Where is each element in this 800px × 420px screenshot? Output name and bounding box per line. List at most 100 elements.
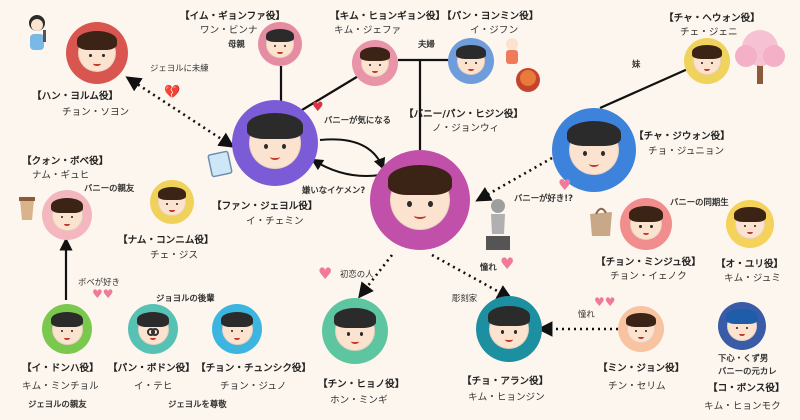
- role-kwon: 【クォン・ボベ役】: [22, 156, 109, 167]
- role-han: 【ハン・ヨルム役】: [32, 91, 119, 102]
- face-kwon: [50, 197, 84, 231]
- role-bunny: 【バニー/パン・ヒジン役】: [404, 109, 524, 120]
- note-bunny-suki: バニーが好き!?: [514, 193, 573, 203]
- role-fan: 【ファン・ジェヨル役】: [212, 201, 318, 212]
- bag-illustration: [586, 204, 616, 238]
- node-bunny: [370, 150, 470, 250]
- singer-illustration: [22, 12, 52, 54]
- role-pang-bd: 【パン・ボドン役】: [108, 363, 195, 374]
- face-pang-ym: [456, 45, 486, 76]
- note-fuufu: 夫婦: [418, 39, 435, 49]
- note-im-mother: 母親: [228, 39, 245, 49]
- sculpture-illustration: [482, 196, 514, 252]
- face-chahw: [692, 45, 722, 76]
- actor-kwon: ナム・ギュヒ: [32, 170, 90, 181]
- heart-icon-chin: ♥: [318, 264, 333, 283]
- note-jeyol-shinyu: ジェヨルの親友: [28, 399, 87, 409]
- node-oh: [726, 200, 774, 248]
- note-bunny-dokisei: バニーの同期生: [670, 197, 729, 207]
- actor-lee-dh: キム・ミンチョル: [22, 381, 99, 392]
- heart-icon-fan: ♥: [312, 100, 324, 115]
- node-kwon: [42, 190, 92, 240]
- role-min: 【ミン・ジョン役】: [598, 363, 685, 374]
- heart-icon-chajw: ♥: [558, 176, 572, 194]
- node-min: [618, 306, 664, 352]
- cook-illustration: [500, 36, 544, 94]
- arrow-fan-to-bunny: [319, 138, 386, 171]
- role-im: 【イム・ギョンファ役】: [180, 11, 286, 22]
- actor-fan: イ・チェミン: [246, 216, 304, 227]
- note-hatsukoi: 初恋の人: [340, 269, 374, 279]
- heart-icon-akogare: ♥: [500, 254, 515, 273]
- note-imouto: 妹: [632, 59, 641, 69]
- face-oh: [734, 207, 766, 239]
- note-bobe-suki: ボベが好き: [78, 277, 120, 287]
- role-nam-kn: 【ナム・コンニム役】: [118, 235, 214, 246]
- arrow-han-fan: [125, 76, 235, 148]
- node-chajw: [552, 108, 636, 192]
- actor-chon-cs: チョン・ジュノ: [220, 381, 287, 392]
- face-fan: [247, 113, 303, 169]
- face-han: [76, 31, 118, 72]
- face-chon-mj: [629, 205, 664, 241]
- node-cho-ar: [476, 296, 542, 362]
- face-chin: [333, 308, 377, 352]
- node-chin: [322, 298, 388, 364]
- node-pang-ym: [448, 38, 494, 84]
- note-akogare-1: 憧れ: [480, 262, 497, 272]
- node-ko: [718, 302, 766, 350]
- actor-pang-bd: イ・テヒ: [134, 381, 173, 392]
- heart-icon-min: ♥♥: [594, 295, 616, 309]
- face-im: [265, 28, 294, 58]
- note-kirai: 嫌いなイケメン?: [302, 185, 366, 195]
- role-cho-ar: 【チョ・アラン役】: [462, 376, 549, 387]
- role-chon-cs: 【チョン・チュンシク役】: [196, 363, 312, 374]
- actor-cho-ar: キム・ヒョンジン: [468, 392, 545, 403]
- face-chajw: [566, 120, 621, 176]
- node-han: [66, 22, 128, 84]
- broken-heart-icon: 💔: [164, 85, 181, 100]
- note-akogare-2: 憧れ: [578, 309, 595, 319]
- node-chahw: [684, 38, 730, 84]
- note-shitagokoro: 下心・くず男: [718, 353, 769, 363]
- heart-icon-bobe: ♥♥: [92, 287, 114, 301]
- note-jeyol-sonkei: ジェヨルを尊敬: [168, 399, 227, 409]
- actor-chahw: チェ・ジェニ: [680, 27, 738, 38]
- note-motokare: バニーの元カレ: [718, 366, 777, 376]
- arrow-bunny-chin: [358, 254, 394, 299]
- coffee-cup-illustration: [18, 196, 36, 222]
- face-bunny: [387, 165, 453, 230]
- arrow-bunny-to-fan: [310, 158, 381, 177]
- note-jeyol-goe: ジョヨルの後輩: [156, 293, 215, 303]
- line-fan-kim: [301, 74, 361, 111]
- cherry-tree-illustration: [728, 26, 792, 86]
- face-kim-hg: [360, 47, 390, 78]
- actor-chin: ホン・ミンギ: [330, 395, 388, 406]
- node-pang-bd: [128, 304, 178, 354]
- face-cho-ar: [487, 306, 531, 350]
- face-min: [626, 313, 656, 344]
- actor-pang-ym: イ・ジフン: [470, 25, 519, 36]
- actor-oh: キム・ジュミ: [724, 273, 781, 284]
- node-im: [258, 22, 302, 66]
- actor-im: ワン・ビンナ: [200, 25, 258, 36]
- role-oh: 【オ・ユリ役】: [716, 259, 784, 270]
- role-pang-ym: 【パン・ヨンミン役】: [442, 11, 539, 22]
- face-nam-kn: [157, 186, 186, 216]
- tablet-illustration: [206, 150, 234, 178]
- face-pang-bd: [136, 311, 170, 345]
- role-kim-hg: 【キム・ヒョンギョン役】: [330, 11, 446, 22]
- actor-han: チョン・ソヨン: [62, 107, 130, 118]
- actor-ko: キム・ヒョンモク: [704, 401, 781, 412]
- role-chin: 【チン・ヒョノ役】: [318, 379, 405, 390]
- node-lee-dh: [42, 304, 92, 354]
- role-lee-dh: 【イ・ドンハ役】: [22, 363, 99, 374]
- node-chon-cs: [212, 304, 262, 354]
- actor-chajw: チョ・ジュニョン: [648, 146, 725, 157]
- actor-kim-hg: キム・ジェファ: [334, 25, 402, 36]
- actor-chon-mj: チョン・イェノク: [610, 271, 687, 282]
- note-chokokuka: 彫刻家: [452, 293, 478, 303]
- actor-min: チン・セリム: [608, 381, 666, 392]
- role-chajw: 【チャ・ジウォン役】: [634, 131, 730, 142]
